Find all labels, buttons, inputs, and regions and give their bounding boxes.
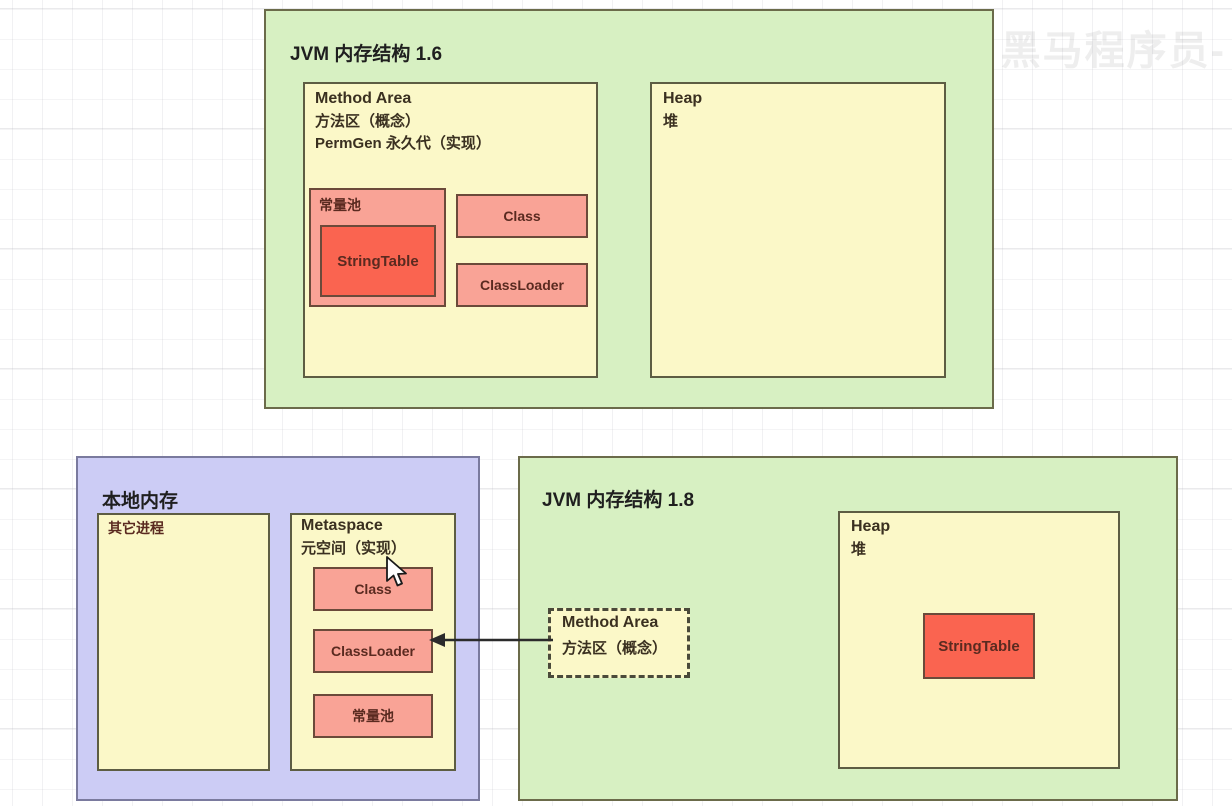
class-chip-meta-label: Class	[354, 581, 392, 597]
method-area-to-metaspace-arrow	[429, 633, 553, 647]
jvm16-title: JVM 内存结构 1.6	[290, 44, 443, 65]
classloader-chip-meta: ClassLoader	[313, 629, 433, 673]
class-chip-16: Class	[456, 194, 588, 238]
classloader-chip-16: ClassLoader	[456, 263, 588, 307]
constant-pool-label: 常量池	[319, 197, 361, 213]
heap-subtitle-18: 堆	[851, 541, 867, 558]
class-chip-label-16: Class	[503, 208, 541, 224]
classloader-chip-label-16: ClassLoader	[479, 277, 565, 293]
other-process-label: 其它进程	[108, 520, 164, 536]
class-chip-meta: Class	[313, 567, 433, 611]
method-area-subtitle-2: PermGen 永久代（实现）	[315, 135, 491, 152]
heap-box-16	[650, 82, 946, 378]
method-area-subtitle-1: 方法区（概念）	[315, 113, 421, 130]
method-area-concept-title: Method Area	[562, 614, 659, 631]
other-process-box	[97, 513, 270, 771]
metaspace-title: Metaspace	[301, 517, 383, 534]
method-area-concept-subtitle: 方法区（概念）	[562, 640, 668, 657]
method-area-title: Method Area	[315, 90, 412, 107]
jvm18-title: JVM 内存结构 1.8	[542, 490, 695, 511]
native-memory-title: 本地内存	[102, 491, 179, 512]
classloader-chip-meta-label: ClassLoader	[330, 643, 416, 659]
string-table-label-18: StringTable	[938, 637, 1020, 655]
constant-pool-chip-meta: 常量池	[313, 694, 433, 738]
metaspace-subtitle: 元空间（实现）	[301, 540, 407, 557]
heap-title-18: Heap	[851, 518, 891, 535]
heap-title-16: Heap	[663, 90, 703, 107]
string-table-box-18: StringTable	[923, 613, 1035, 679]
string-table-box-16: StringTable	[320, 225, 436, 297]
heap-subtitle-16: 堆	[663, 113, 679, 130]
string-table-label-16: StringTable	[337, 252, 419, 270]
constant-pool-chip-meta-label: 常量池	[352, 708, 394, 724]
method-area-concept-box	[548, 608, 690, 678]
